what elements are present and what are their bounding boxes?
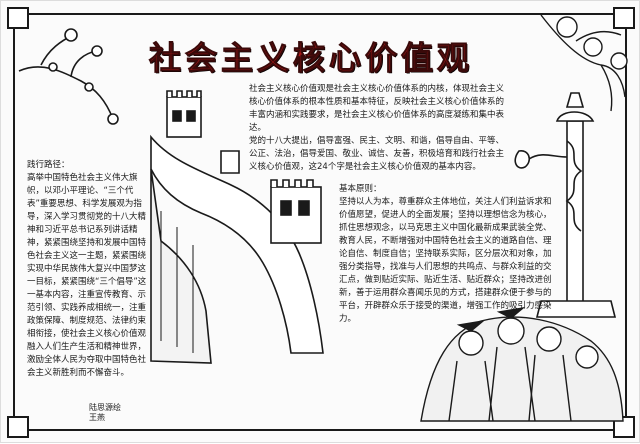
corner-ornament [7, 416, 29, 438]
corner-ornament [613, 7, 635, 29]
plum-blossom-illustration [18, 28, 119, 125]
basic-principles-text: 基本原则： 坚持以人为本，尊重群众主体地位，关注人们利益诉求和价值愿望，促进人的… [339, 184, 552, 324]
author-signature: 陆思源绘 王燕 [89, 403, 121, 422]
poster-border [13, 13, 627, 431]
practice-path-text: 践行路径： 高举中国特色社会主义伟大旗帜，以邓小平理论、“三个代表”重要思想、科… [27, 160, 147, 378]
poster-title: 社会主义核心价值观 [148, 39, 473, 78]
great-wall-illustration [150, 90, 324, 364]
crowd-illustration [420, 306, 624, 422]
tree-illustration [540, 14, 628, 112]
corner-ornament [7, 7, 29, 29]
intro-paragraph: 社会主义核心价值观是社会主义核心价值体系的内核，体现社会主义核心价值体系的根本性… [249, 84, 505, 172]
huabiao-column-illustration [514, 92, 617, 318]
